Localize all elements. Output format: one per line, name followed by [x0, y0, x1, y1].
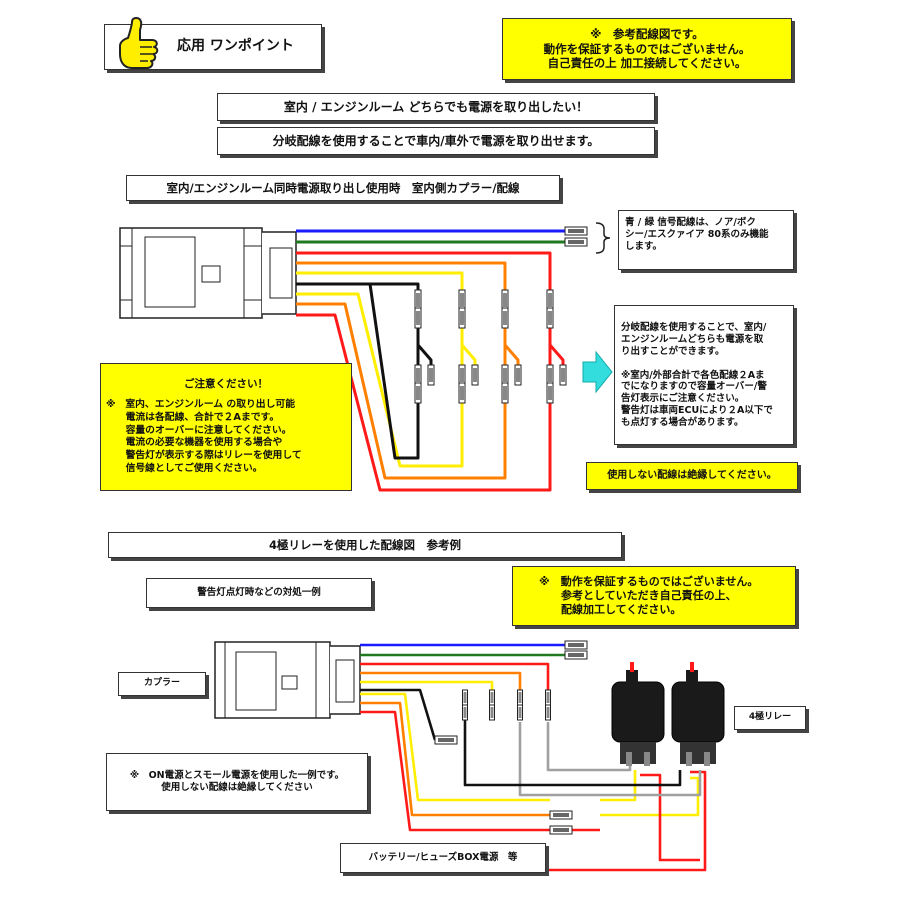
signal-note: 青 / 緑 信号配線は、ノア/ボク シー/エスクァイア 80系のみ機能 します。: [618, 210, 794, 270]
intro-line-1: 室内 / エンジンルーム どちらでも電源を取り出したい！: [217, 93, 655, 121]
section2-disclaimer: ※ 動作を保証するものではございません。 参考としていただき自己責任の上、 配線…: [512, 566, 796, 626]
relay-2: [671, 662, 725, 766]
orange-wire: [296, 261, 507, 290]
section2-connectors: [434, 640, 588, 835]
yellow-wire: [296, 271, 464, 290]
relay-label: 4極リレー: [734, 706, 806, 730]
red-wire: [296, 251, 552, 290]
top-disclaimer: ※ 参考配線図です。 動作を保証するものではございません。 自己責任の上 加工接…: [502, 18, 792, 80]
section2-title: 4極リレーを使用した配線図 参考例: [108, 532, 622, 558]
coupler-label: カプラー: [118, 672, 206, 696]
brace-icon: [595, 222, 611, 254]
branch-note: 分岐配線を使用することで、室内/ エンジンルームどちらも電源を取 り出すことがで…: [614, 305, 794, 445]
relay-1: [611, 662, 665, 766]
caution-body: ※ 室内、エンジンルーム の取り出し可能 電流は各配線、合計で２Aまです。 容量…: [106, 399, 302, 474]
coupler-1: [119, 227, 297, 319]
section2-subtitle: 警告灯点灯時などの対処一例: [146, 578, 372, 608]
header-title: 応用 ワンポイント: [177, 38, 294, 55]
unused-note: 使用しない配線は絶縁してください。: [586, 462, 798, 490]
battery-label: バッテリー/ヒューズBOX電源 等: [340, 843, 546, 873]
caution-title: ご注意ください！: [184, 378, 268, 390]
right-arrow-icon: [582, 350, 613, 394]
section1-wires: [296, 229, 565, 492]
example-note: ※ ON電源とスモール電源を使用した一例です。 使用しない配線は絶縁してください: [106, 753, 368, 811]
coupler-2: [214, 641, 361, 719]
intro-line-2: 分岐配線を使用することで車内/車外で電源を取り出せます。: [217, 127, 655, 155]
caution-box: ご注意ください！ ※ 室内、エンジンルーム の取り出し可能 電流は各配線、合計で…: [100, 363, 352, 491]
section1-title: 室内/エンジンルーム同時電源取り出し使用時 室内側カプラー/配線: [126, 175, 560, 201]
pointing-hand-icon: [119, 17, 159, 69]
